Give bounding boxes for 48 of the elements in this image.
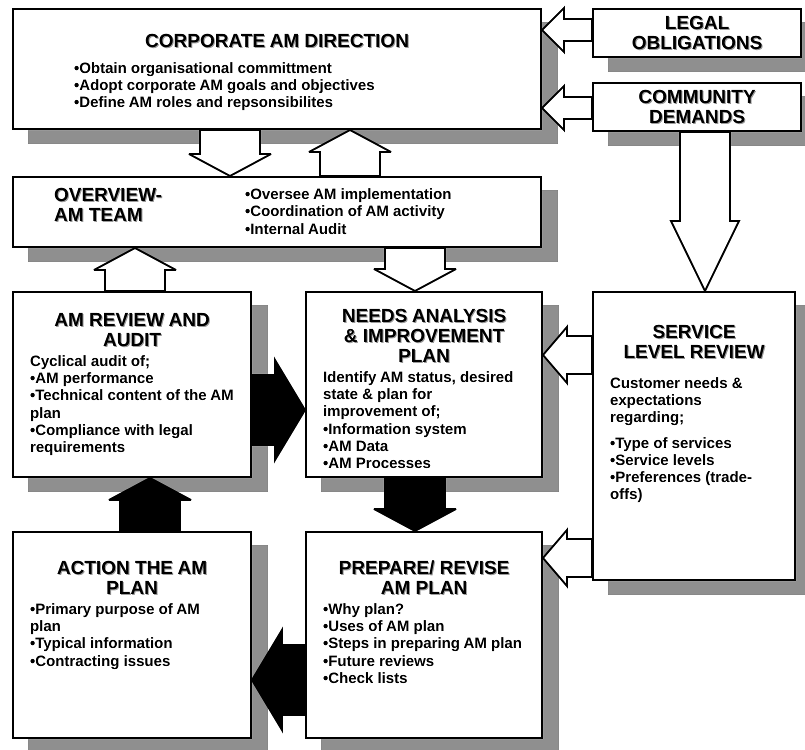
bullet-text: •Oversee AM implementation [245,186,452,204]
block-arrow [373,247,457,292]
bullet-text: •AM Data [323,438,390,456]
box-heading: OVERVIEW- AM TEAM [54,186,164,226]
bullet-text: •Define AM roles and repsonsibilites [74,94,334,112]
block-arrow [251,356,306,464]
bullet-text: •Check lists [323,670,408,688]
bullet-text: •Compliance with legal requirements [30,422,194,456]
bullet-text: •Preferences (trade-offs) [610,469,753,504]
box-heading: AM REVIEW AND AUDIT [53,311,211,351]
bullet-text: •Typical information [30,635,174,653]
block-arrow [669,131,741,294]
block-arrow [540,84,593,132]
bullet-text: •Why plan? [323,600,406,618]
box-heading: ACTION THE AM PLAN [56,559,208,599]
block-arrow [542,324,593,386]
block-arrow [108,476,192,532]
bullet-text: Cyclical audit of; [30,352,152,370]
bullet-text: Identify AM status, desired state & plan for improvement of; [323,368,514,421]
box-heading: COMMUNITY DEMANDS [637,88,757,128]
bullet-text: •Primary purpose of AM plan [30,600,201,636]
bullet-text: •Adopt corporate AM goals and objectives [74,77,376,94]
box-heading: SERVICE LEVEL REVIEW [622,323,766,363]
bullet-text: •Future reviews [323,652,436,670]
bullet-text: •AM performance [30,370,155,388]
bullet-text: •Uses of AM plan [323,618,446,636]
bullet-text: •Internal Audit [245,220,348,238]
bullet-text: •Technical content of the AM plan [30,387,234,422]
bullet-text: •Obtain organisational committment [74,60,333,78]
bullet-text: •Coordination of AM activity [245,203,446,220]
block-arrow [308,128,392,177]
bullet-text: •Contracting issues [30,652,172,670]
box-heading: NEEDS ANALYSIS & IMPROVEMENT PLAN [340,307,508,367]
block-arrow [93,246,177,292]
bullet-text: •Steps in preparing AM plan [323,635,523,653]
bullet-text: •Service levels [610,452,716,470]
bullet-text: Customer needs & expectations regarding; [610,374,744,427]
block-arrow [188,129,272,178]
block-arrow [540,6,593,54]
bullet-text: •Information system [323,420,468,438]
block-arrow [542,527,593,589]
bullet-text: •AM Processes [323,455,432,472]
box-heading: LEGAL OBLIGATIONS [630,14,764,54]
bullet-text: •Type of services [610,434,733,452]
box-heading: PREPARE/ REVISE AM PLAN [338,559,510,599]
box-heading: CORPORATE AM DIRECTION [144,32,410,52]
block-arrow [250,626,306,734]
block-arrow [373,477,457,532]
